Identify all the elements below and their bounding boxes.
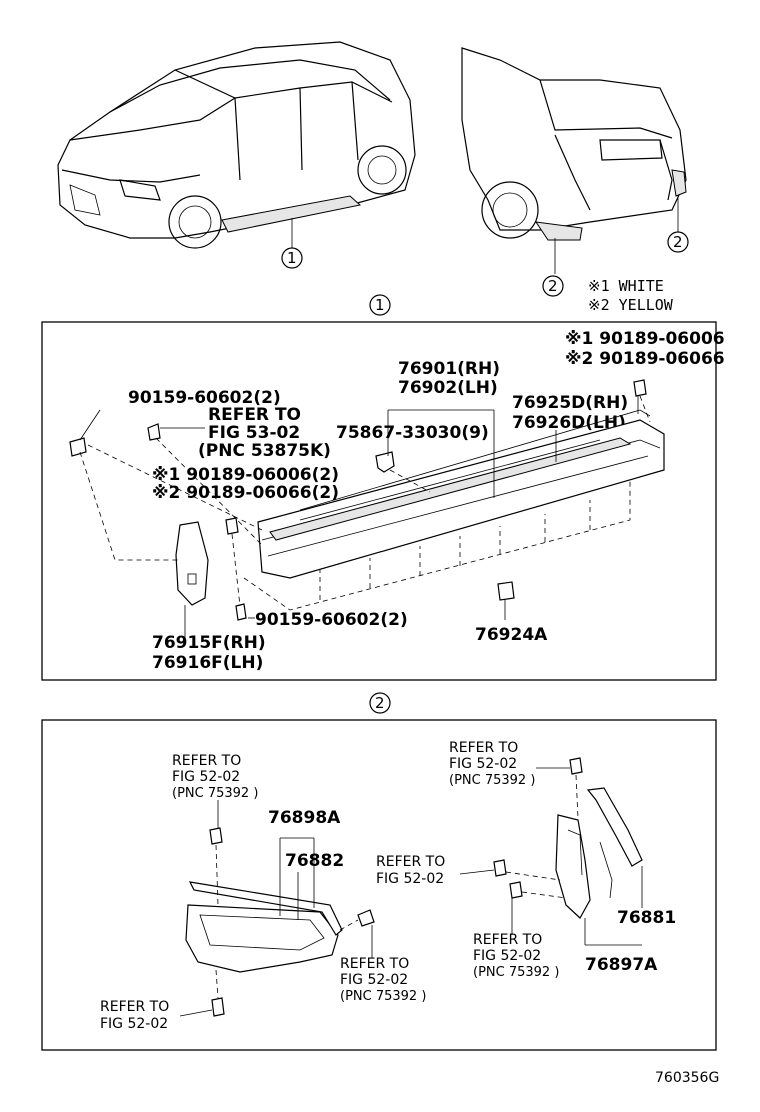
label-refer-a-3: (PNC 75392 ) [172,786,258,801]
label-screw-left: 90159-60602(2) [128,388,281,408]
label-refer-a-1: REFER TO [172,753,241,769]
rocker-molding-part [257,409,665,579]
callout-number: 2 [548,277,558,295]
section2-labels: REFER TO FIG 52-02 (PNC 75392 ) 76898A 7… [100,740,676,1032]
label-refer-f-1: REFER TO [473,932,542,948]
label-refer-e-1: REFER TO [376,854,445,870]
label-refer-c-1: REFER TO [100,999,169,1015]
label-refer-a-2: FIG 52-02 [172,769,240,785]
figure-code: 760356G [655,1070,719,1086]
label-extension-rh: 76925D(RH) [512,393,628,413]
label-bracket-rh: 76915F(RH) [152,633,266,653]
label-part-d: 76897A [585,955,658,975]
section1-callout [369,294,391,316]
label-refer-f-3: (PNC 75392 ) [473,965,559,980]
rear-mudflap-part [493,757,643,919]
legend-white: ※1 WHITE [588,277,664,295]
bracket-part [175,521,209,606]
label-molding-rh: 76901(RH) [398,359,500,379]
label-refer-f-2: FIG 52-02 [473,948,541,964]
label-part-a: 76898A [268,808,341,828]
car-rear-illustration: 2 2 [461,47,689,297]
section1-frame [41,321,717,681]
label-part-c: 76881 [617,908,676,928]
label-clip-left-2: ※2 90189-06066(2) [152,483,339,503]
section2-frame [41,719,717,1051]
callout-circle [281,247,303,269]
label-nut: 76924A [475,625,548,645]
section2-left-leaders [179,800,373,1017]
legend-yellow: ※2 YELLOW [588,296,674,314]
label-clip-left-1: ※1 90189-06006(2) [152,465,339,485]
label-molding-lh: 76902(LH) [398,378,498,398]
callout-circle [667,231,689,253]
callout-number: 1 [287,249,297,267]
callout-number: 2 [673,233,683,251]
label-clip-top-2: ※2 90189-06066 [565,349,725,369]
label-refer-d-2: FIG 52-02 [449,756,517,772]
label-refer-d-1: REFER TO [449,740,518,756]
label-refer-e-2: FIG 52-02 [376,871,444,887]
section1-dashed-lines [79,395,651,611]
label-part-b: 76882 [285,851,344,871]
label-clip-top-1: ※1 90189-06006 [565,329,725,349]
label-refer-c-2: FIG 52-02 [100,1016,168,1032]
car-front-illustration: 1 [57,41,416,269]
section1-leader-lines [79,396,639,640]
front-mudflap-part [185,827,375,1017]
label-bracket-lh: 76916F(LH) [152,653,263,673]
label-refer-b-1: REFER TO [340,956,409,972]
label-refer-2: FIG 53-02 [208,423,300,443]
label-refer-d-3: (PNC 75392 ) [449,773,535,788]
label-extension-lh: 76926D(LH) [512,413,626,433]
label-refer-b-2: FIG 52-02 [340,972,408,988]
label-refer-b-3: (PNC 75392 ) [340,989,426,1004]
section2-right-leaders [459,767,643,946]
section2-callout [369,692,391,714]
label-refer-3: (PNC 53875K) [198,441,331,461]
fasteners [69,379,647,621]
label-screw-bottom: 90159-60602(2) [255,610,408,630]
section1-callout-number: 1 [375,296,385,314]
section1-labels: ※1 90189-06006 ※2 90189-06066 90159-6060… [128,329,725,673]
label-refer-1: REFER TO [208,405,301,425]
callout-circle [542,275,564,297]
section2-callout-number: 2 [375,694,385,712]
label-clip-mid: 75867-33030(9) [336,423,489,443]
